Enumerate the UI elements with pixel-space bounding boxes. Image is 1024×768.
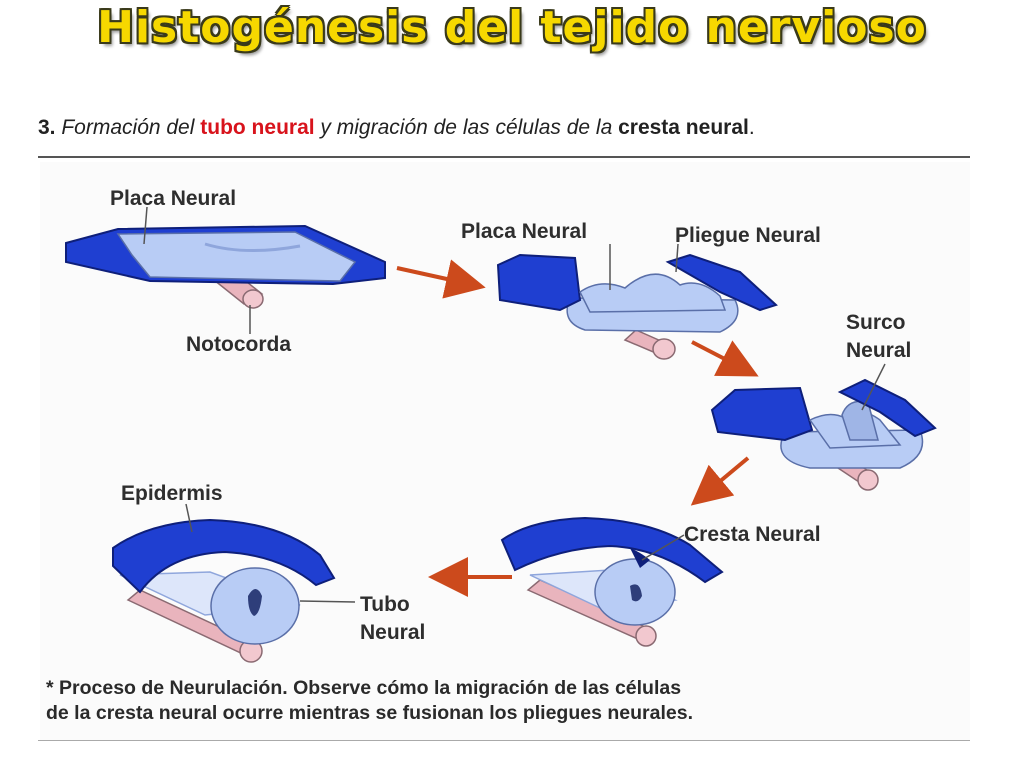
label-surco-line2: Neural	[846, 339, 911, 362]
footnote-line2: de la cresta neural ocurre mientras se f…	[46, 702, 693, 724]
footnote: * Proceso de Neurulación. Observe cómo l…	[46, 676, 976, 726]
neural-fold-right	[665, 253, 778, 312]
neural-plate-1	[116, 231, 357, 282]
top-divider	[38, 156, 970, 158]
epidermis-layer	[112, 518, 336, 594]
arrow-1	[396, 259, 486, 299]
label-surco-line1: Surco	[846, 311, 906, 334]
label-placa-neural-2: Placa Neural	[461, 220, 587, 243]
page-title: Histogénesis del tejido nervioso	[97, 2, 927, 53]
stage-neural-crest	[500, 516, 724, 647]
bottom-divider	[38, 740, 970, 741]
fold-right-3	[837, 378, 937, 438]
subtitle-bold: cresta neural	[618, 116, 749, 139]
subtitle-number: 3.	[38, 116, 56, 139]
label-tubo-line1: Tubo	[360, 593, 410, 616]
label-tubo-line2: Neural	[360, 621, 425, 644]
stage-neural-groove	[710, 363, 937, 491]
label-placa-neural-1: Placa Neural	[110, 187, 236, 210]
notochord-3	[836, 459, 879, 491]
neural-groove	[841, 400, 879, 441]
subtitle-part2: y migración de las células de la	[314, 116, 619, 139]
footnote-line1: * Proceso de Neurulación. Observe cómo l…	[46, 677, 682, 699]
subtitle-highlight: tubo neural	[200, 116, 315, 139]
label-pliegue-neural: Pliegue Neural	[675, 224, 821, 247]
subtitle: 3. Formación del tubo neural y migración…	[38, 116, 755, 140]
arrow-2	[691, 340, 759, 377]
fold-left-3	[710, 386, 814, 442]
ectoderm-4	[500, 516, 724, 584]
stage-neural-tube	[112, 503, 356, 663]
stage-neural-plate	[65, 206, 386, 334]
label-epidermis: Epidermis	[121, 482, 223, 505]
stage-neural-folds	[496, 243, 778, 360]
subtitle-part1: Formación del	[55, 116, 201, 139]
subtitle-end: .	[748, 116, 755, 139]
label-cresta-neural: Cresta Neural	[684, 523, 821, 546]
label-notocorda: Notocorda	[186, 333, 291, 356]
arrow-3	[690, 456, 750, 506]
notochord-2	[623, 329, 676, 360]
neural-plate-2	[579, 273, 727, 313]
neural-fold-left	[496, 253, 582, 312]
